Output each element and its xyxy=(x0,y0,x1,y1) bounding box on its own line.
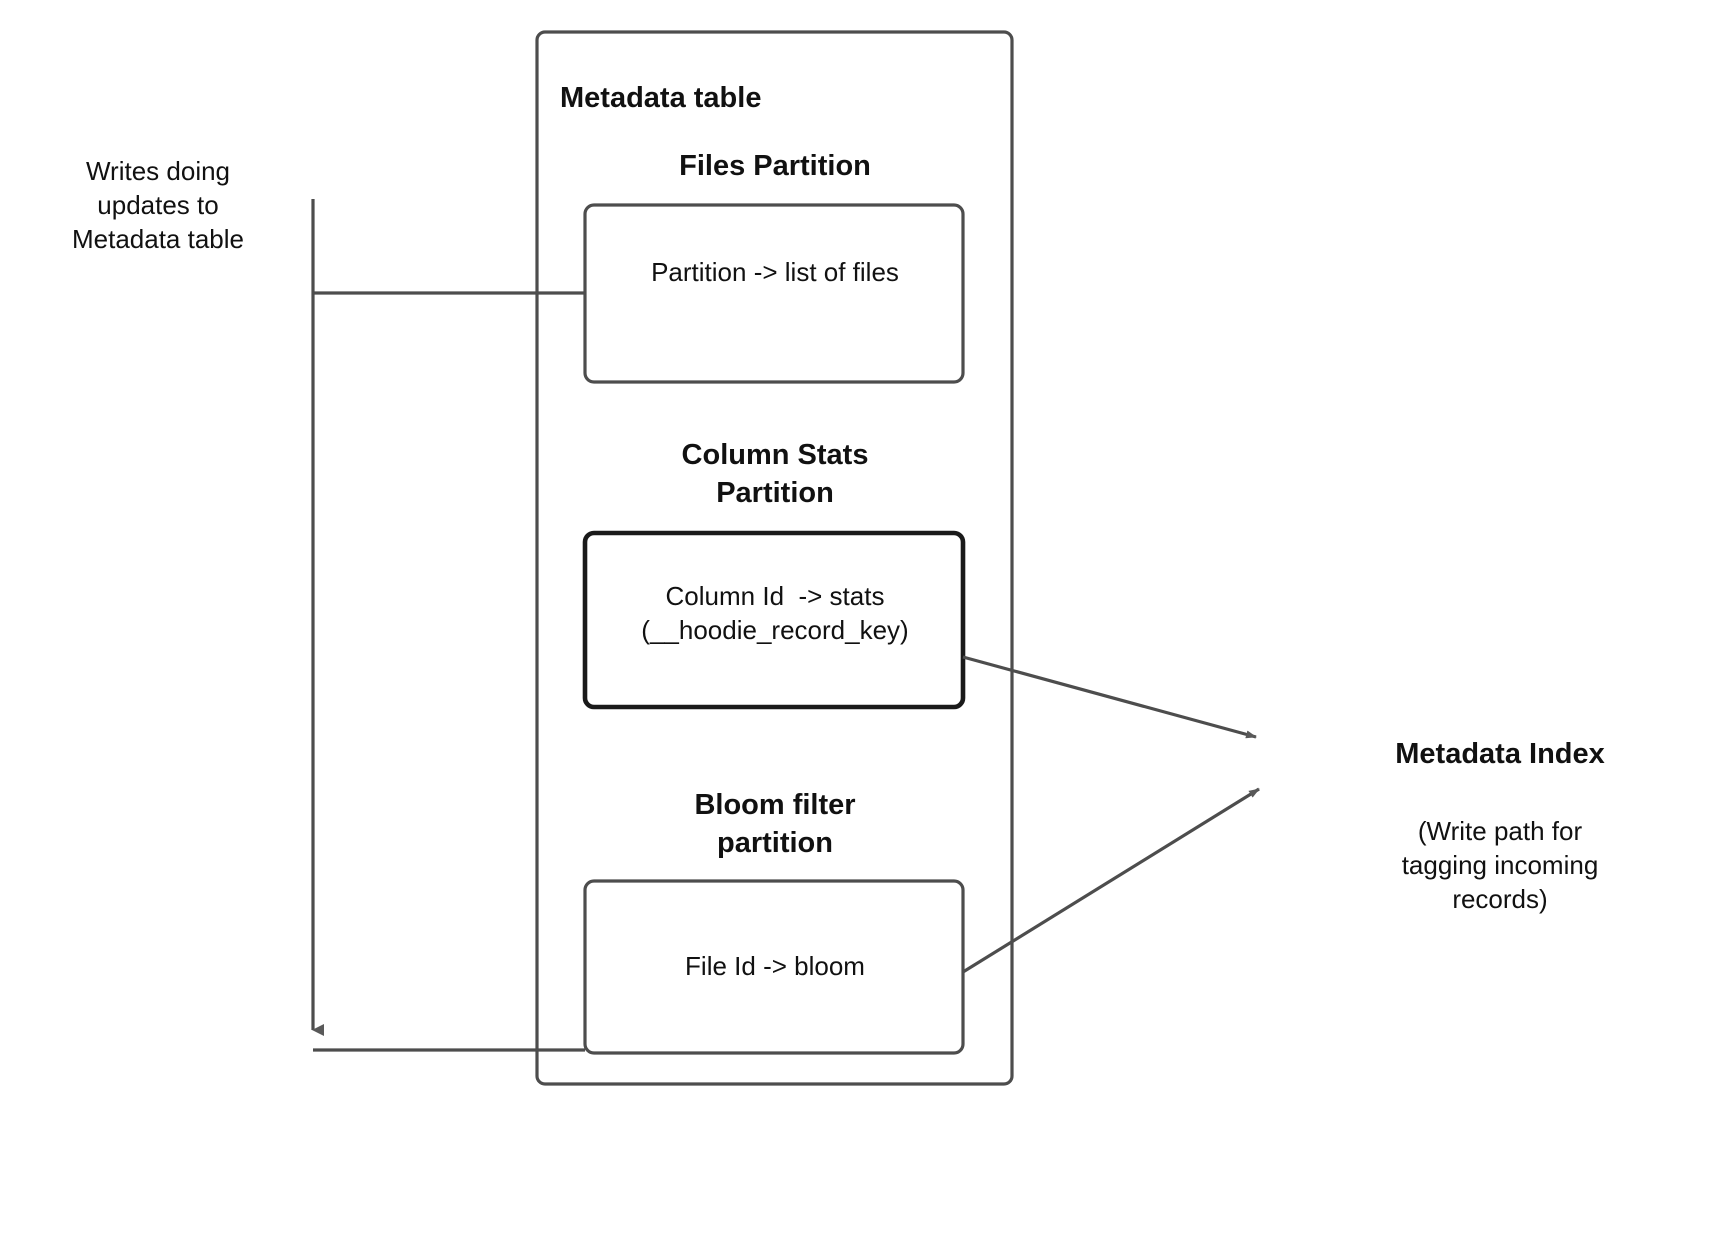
files-partition-box-label: Partition -> list of files xyxy=(651,257,899,287)
metadata-index-note: (Write path for tagging incoming records… xyxy=(1401,816,1599,914)
files-partition-box xyxy=(583,203,965,384)
bloom-filter-partition-heading: Bloom filter partition xyxy=(694,789,856,859)
writes-updates-label: Writes doing updates to Metadata table xyxy=(71,156,244,254)
bloom-filter-partition-box xyxy=(583,879,965,1055)
column-stats-partition-box-label: Column Id -> stats (__hoodie_record_key) xyxy=(641,581,909,645)
metadata-table-outer-box xyxy=(535,30,1014,1086)
column-stats-partition-box xyxy=(582,530,966,710)
column-stats-to-index-arrow xyxy=(962,655,1257,739)
files-partition-heading: Files Partition xyxy=(679,150,871,182)
metadata-index-title: Metadata Index xyxy=(1395,738,1605,770)
column-stats-partition-heading: Column Stats Partition xyxy=(681,439,869,509)
metadata-table-title: Metadata table xyxy=(560,82,762,114)
bloom-filter-to-index-arrow xyxy=(962,787,1260,974)
bloom-filter-partition-box-label: File Id -> bloom xyxy=(685,951,865,981)
